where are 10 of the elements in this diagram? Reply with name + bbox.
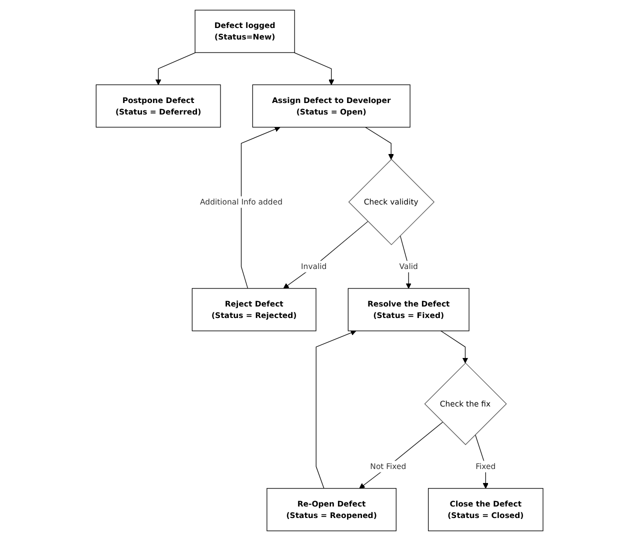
arrow [294,52,335,86]
arrow [241,126,281,289]
arrow [316,330,357,489]
arrow [156,52,196,86]
arrow [360,422,444,489]
arrow [400,235,412,289]
arrow [284,221,369,289]
arrow [440,330,468,364]
arrow [365,126,394,160]
arrow [475,434,489,489]
